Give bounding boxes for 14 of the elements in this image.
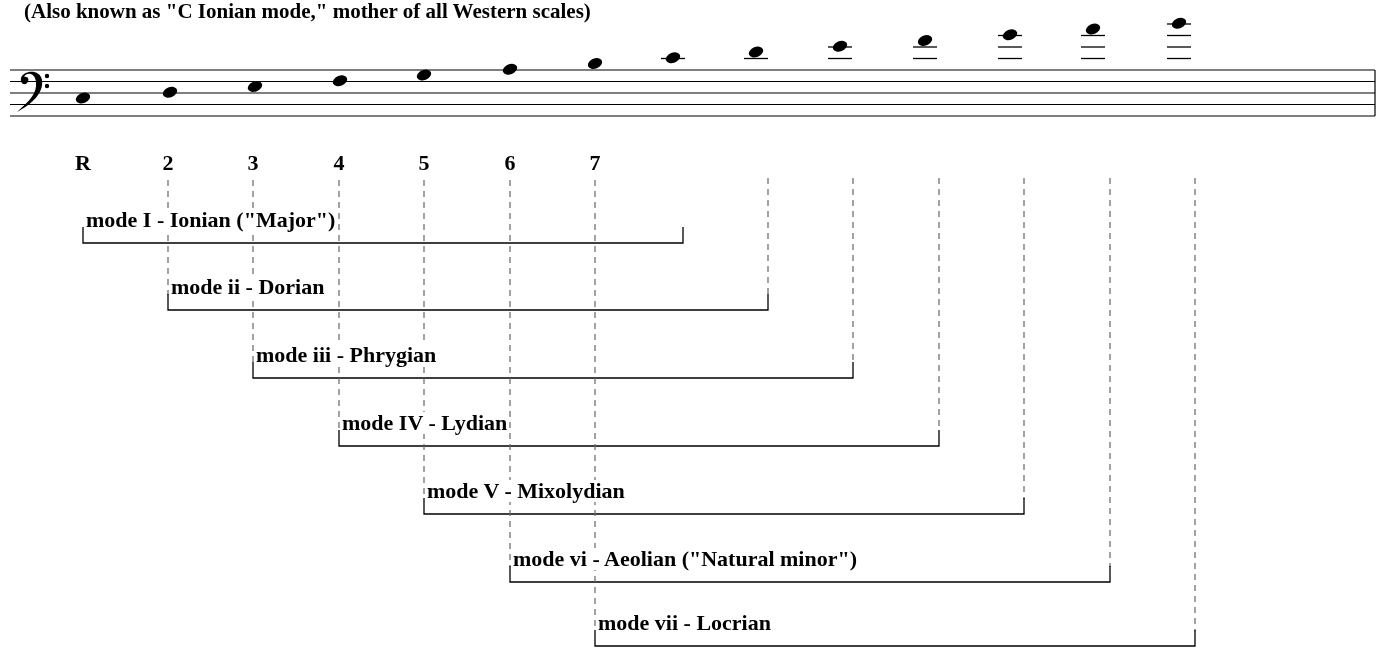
scale-degree-label: 2	[162, 152, 174, 174]
scale-degree-label: R	[75, 152, 91, 174]
scale-degree-label: 5	[418, 152, 430, 174]
mode-label: mode IV - Lydian	[340, 412, 510, 434]
scale-degree-label: 4	[333, 152, 345, 174]
mode-label: mode I - Ionian ("Major")	[84, 209, 338, 231]
mode-label: mode ii - Dorian	[169, 276, 327, 298]
title: (Also known as "C Ionian mode," mother of all Western scales)	[24, 1, 591, 22]
mode-label: mode vi - Aeolian ("Natural minor")	[511, 548, 859, 570]
scale-degree-label: 3	[247, 152, 259, 174]
mode-label: mode V - Mixolydian	[425, 480, 627, 502]
scale-degree-label: 6	[504, 152, 516, 174]
mode-label: mode iii - Phrygian	[254, 344, 439, 366]
scale-degree-label: 7	[589, 152, 601, 174]
